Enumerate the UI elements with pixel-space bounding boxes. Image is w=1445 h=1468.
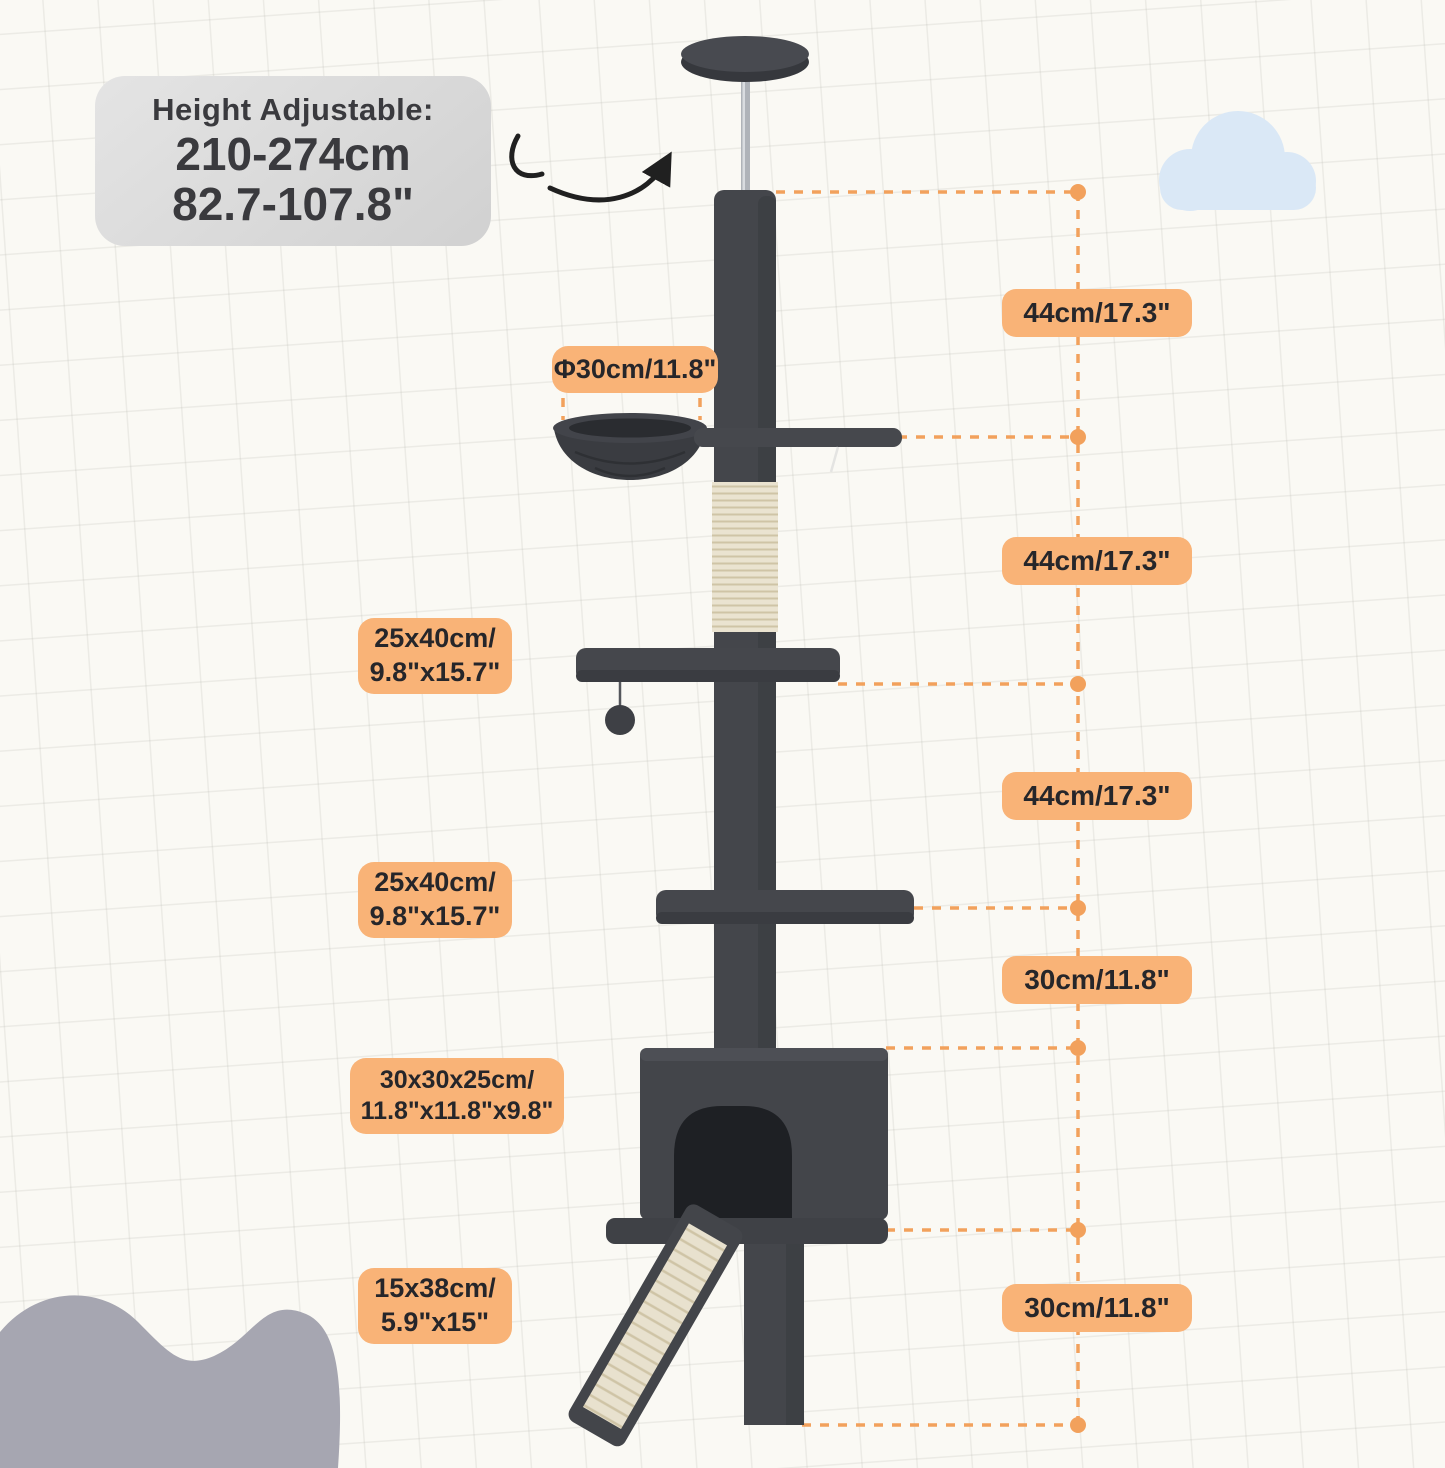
upper-platform-size-line2: 9.8"x15.7" [369, 657, 501, 687]
tension-rod [741, 70, 750, 196]
lower-platform-size-label: 25x40cm/ 9.8"x15.7" [358, 862, 512, 938]
arrow-doodle [509, 133, 672, 203]
sisal-post-section [712, 482, 778, 632]
hammock-board [694, 428, 902, 447]
wave-shape [0, 1295, 341, 1468]
tension-rod-highlight [742, 70, 745, 196]
scratch-ramp [568, 1204, 743, 1447]
base-board [606, 1218, 888, 1244]
lower-platform-size-line2: 9.8"x15.7" [369, 901, 501, 931]
upper-platform-size-label: 25x40cm/ 9.8"x15.7" [358, 618, 512, 694]
bottom-post-shade [786, 1244, 804, 1425]
condo-top-edge [640, 1048, 888, 1061]
badge-title: Height Adjustable: [152, 92, 434, 128]
measurement-label-1: 44cm/17.3" [1002, 289, 1192, 337]
hammock [553, 413, 707, 480]
top-perch-top [681, 36, 809, 72]
condo-size-line2: 11.8"x11.8"x9.8" [360, 1097, 554, 1125]
badge-range-inch: 82.7-107.8" [172, 178, 414, 230]
cat-tree [553, 36, 914, 1447]
measurement-label-2: 44cm/17.3" [1002, 537, 1192, 585]
condo-doorway [674, 1106, 792, 1220]
ramp-size-label: 15x38cm/ 5.9"x15" [358, 1268, 512, 1344]
upper-platform-size-line1: 25x40cm/ [374, 623, 496, 654]
height-adjustable-badge: Height Adjustable: 210-274cm 82.7-107.8" [95, 76, 491, 246]
badge-range-cm: 210-274cm [175, 128, 411, 181]
dimension-dots [1070, 184, 1086, 1433]
toy-ball [605, 705, 635, 735]
lower-platform-size-line1: 25x40cm/ [374, 867, 496, 898]
measurement-label-4: 30cm/11.8" [1002, 956, 1192, 1004]
condo-size-label: 30x30x25cm/ 11.8"x11.8"x9.8" [350, 1058, 564, 1134]
hammock-size-text: Φ30cm/11.8" [553, 353, 717, 384]
hammock-size-label: Φ30cm/11.8" [552, 346, 718, 393]
condo-size-line1: 30x30x25cm/ [379, 1065, 535, 1094]
upper-platform-shade [576, 670, 840, 682]
measurement-label-3: 44cm/17.3" [1002, 772, 1192, 820]
ramp-size-line1: 15x38cm/ [374, 1273, 496, 1304]
board-cord [829, 446, 840, 473]
cloud-shape [1159, 111, 1316, 211]
measurement-label-5: 30cm/11.8" [1002, 1284, 1192, 1332]
ramp-size-line2: 5.9"x15" [380, 1307, 490, 1337]
lower-platform-shade [656, 912, 914, 924]
